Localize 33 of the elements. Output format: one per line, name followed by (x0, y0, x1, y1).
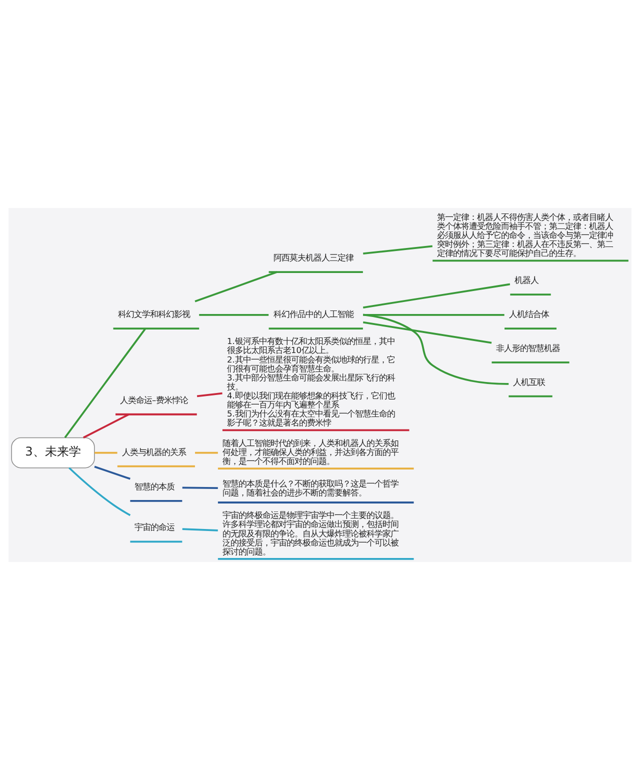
connector (64, 328, 146, 438)
node-text: 智慧的本质是什么？不断的获取吗？这是一个哲学问题，随着社会的进步不断的需要解答。 (222, 478, 398, 498)
connector (363, 244, 432, 254)
connector (199, 314, 269, 316)
node-text: 机器人 (514, 274, 539, 285)
connector (94, 451, 118, 454)
node-box: 3、未来学 (11, 436, 95, 468)
node-text: 人类与机器的关系 (122, 446, 186, 456)
node-text: 智慧的本质 (134, 481, 175, 492)
node-text: 人机互联 (513, 376, 546, 386)
connector (362, 282, 510, 308)
connector (194, 270, 278, 302)
node-text: 人类命运–费米悖论 (120, 394, 188, 404)
node-text: 第一定律：机器人不得伤害人类个体，或者目睹人类个体将遭受危险而袖手不管；第二定律：机器人必须服从人给予它的命令，当该命令与第一定律冲突时例外；第三定律：机器人在不违反第一、第二定律的情况下要尽可能保护自己的生存。 (437, 211, 614, 258)
connector (94, 465, 130, 480)
connector (83, 413, 130, 438)
node-text: 科幻作品中的人工智能 (273, 308, 354, 319)
connector (196, 392, 222, 397)
node-text: 随着人工智能时代的到来，人类和机器人的关系如何处理，才能确保人类的利益，并达到各方面的平衡，是一个不得不面对的问题。 (222, 437, 398, 466)
connector (362, 320, 492, 344)
node-text: 人机结合体 (509, 308, 550, 319)
node-text: 宇宙的终极命运是物理宇宙学中一个主要的议题。许多科学理论都对宇宙的命运做出预测，包括时间的无限及有限的争论。自从大爆炸理论被科学家广泛的接受后，宇宙的终极命运也就成为一个可以被探讨的问题。 (222, 510, 398, 556)
node-text: 科幻文学和科幻影视 (118, 308, 190, 319)
connector (362, 313, 509, 384)
node-text: 宇宙的命运 (134, 522, 175, 532)
node-text: 阿西莫夫机器人三定律 (273, 252, 354, 262)
node-text: 1.银河系中有数十亿和太阳系类似的恒星，其中很多比太阳系古老10亿以上。 2.其中一些恒星很可能会有类似地球的行星，它们很有可能也会孕育智慧生命。 3.其中部分智慧生命可能会发展出星际飞行的科技。 4.即使以我们现在能够想象的科技飞行，它们也能够在一百万年内飞遍整个星系 5.我们为什么没有在太空中看见一个智慧生命的影子呢？这就是著名的费米悖 (226, 336, 395, 428)
connector (182, 528, 218, 531)
connector (68, 466, 131, 516)
connector (363, 314, 504, 316)
connector (182, 486, 218, 488)
node-text: 非人形的智慧机器 (496, 342, 560, 352)
connector (195, 451, 218, 454)
